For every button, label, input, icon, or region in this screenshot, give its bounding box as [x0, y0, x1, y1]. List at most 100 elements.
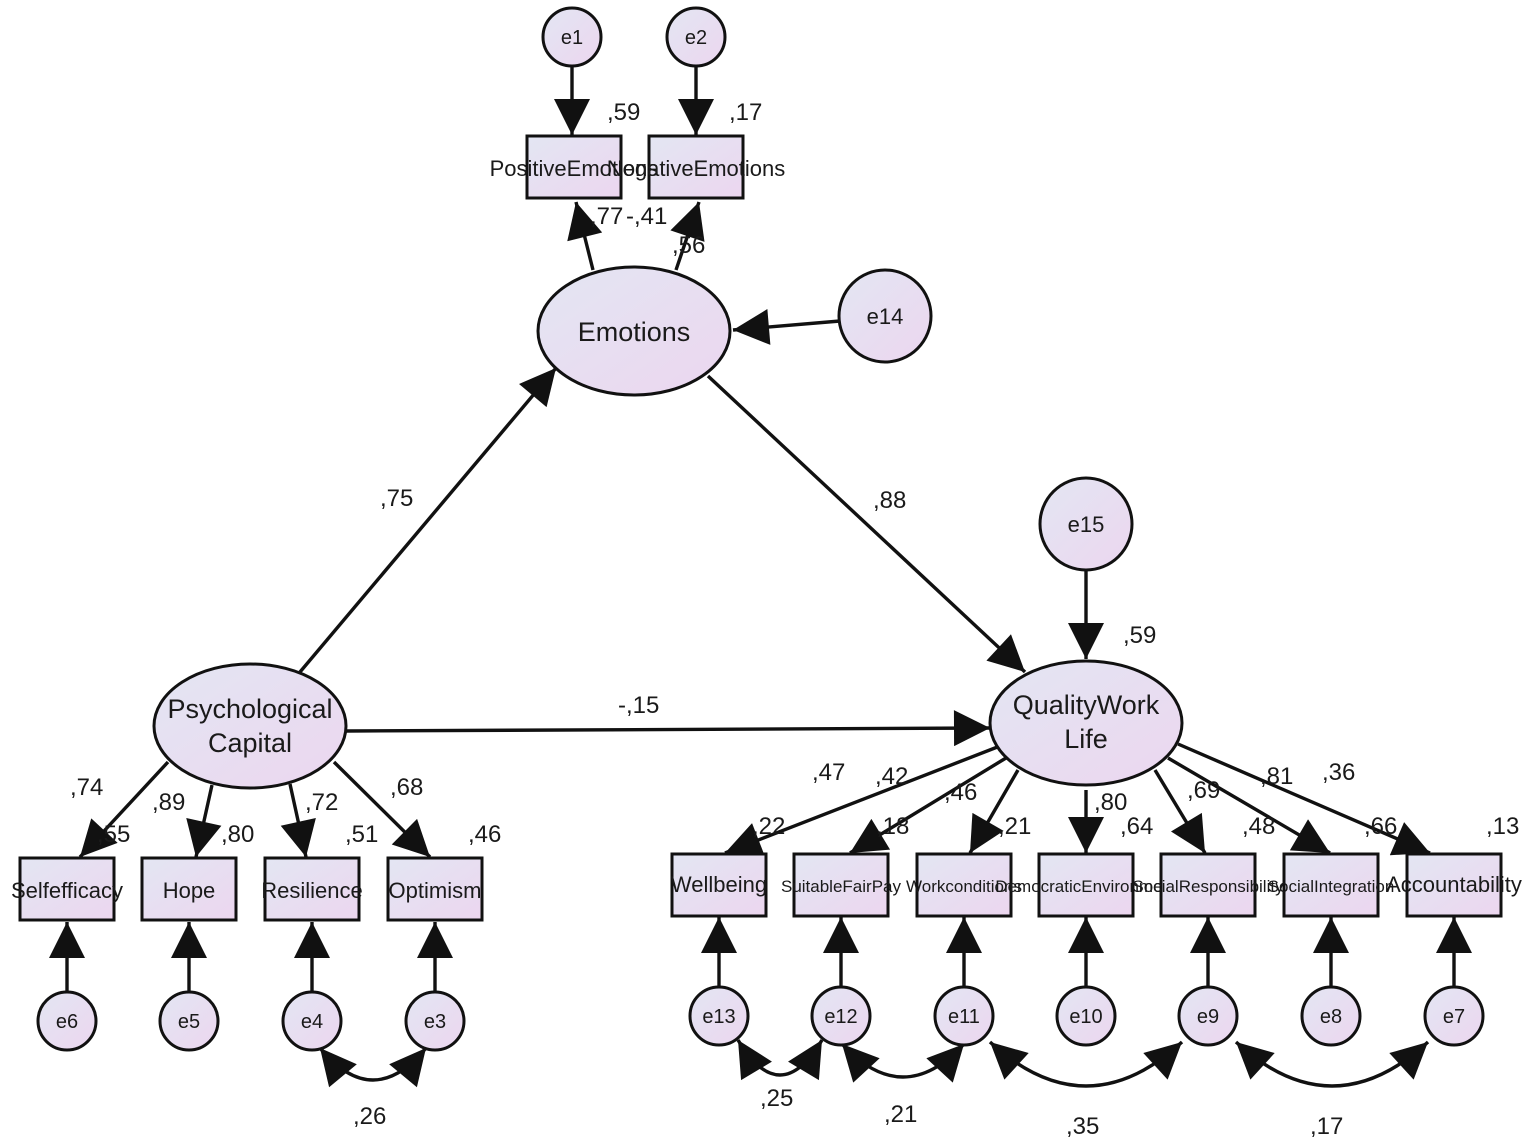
obs-democraticenv [1037, 852, 1135, 918]
obs-socialresponsibility [1159, 852, 1257, 918]
error-e5 [158, 990, 220, 1052]
obs-socialintegration-label: SocialIntegration [1268, 877, 1395, 896]
path-qwl-socialintegration [1167, 756, 1331, 855]
error-e13-label: e13 [702, 1006, 735, 1028]
cov-e12-e11 [840, 1042, 966, 1083]
error-e15-label: e15 [1068, 512, 1105, 537]
coef-cov-e12-e11: ,21 [884, 1101, 917, 1128]
error-e8-label: e8 [1320, 1006, 1342, 1028]
latent-quality-work-life [988, 659, 1184, 787]
error-e14-label: e14 [867, 304, 904, 329]
obs-accountability-label: Accountability [1386, 872, 1522, 897]
path-qwl-socialresponsibility [1153, 769, 1207, 854]
coef-r2-resilience: ,51 [345, 821, 378, 848]
obs-socialresponsibility-label: SocialResponsibility [1132, 877, 1284, 896]
error-e4 [281, 990, 343, 1052]
coef-loading-democraticenv: ,80 [1094, 789, 1127, 816]
obs-socialintegration [1282, 852, 1380, 918]
latent-psychological-capital [152, 662, 348, 790]
coef-psycap-qwl: -,15 [618, 692, 659, 719]
obs-optimism-label: Optimism [389, 878, 482, 903]
path-emotions-positiveemotions [567, 201, 603, 271]
latents-layer: Emotions Psychological Capital QualityWo… [152, 265, 1184, 790]
path-psycap-optimism [332, 760, 432, 859]
path-psycap-resilience [280, 783, 316, 858]
coef-cov-e13-e12: ,25 [760, 1085, 793, 1112]
obs-positiveemotions [525, 134, 623, 200]
coef-cov-e9-e7: ,17 [1310, 1113, 1343, 1140]
error-e6 [36, 990, 98, 1052]
coef-loading-suitablefairpay: ,42 [875, 763, 908, 790]
obs-accountability [1405, 852, 1503, 918]
obs-negativeemotions-label: NegativeEmotions [607, 156, 786, 181]
error-e3 [404, 990, 466, 1052]
coef-r2-emotions: ,56 [672, 232, 705, 259]
error-e6-label: e6 [56, 1011, 78, 1033]
obs-resilience-label: Resilience [261, 878, 363, 903]
error-e9 [1177, 985, 1239, 1047]
error-e15 [1038, 476, 1134, 572]
coef-loading-optimism: ,68 [390, 774, 423, 801]
path-psycap-hope [186, 784, 222, 858]
latent-emotions [536, 265, 732, 397]
error-e5-label: e5 [178, 1011, 200, 1033]
latent-emotions-label: Emotions [578, 317, 691, 347]
error-e3-label: e3 [424, 1011, 446, 1033]
error-e7 [1423, 985, 1485, 1047]
error-e14 [837, 268, 933, 364]
cov-e9-e7 [1234, 1040, 1430, 1088]
path-qwl-wellbeing [724, 744, 1001, 857]
coef-r2-hope: ,80 [221, 821, 254, 848]
error-e13 [688, 985, 750, 1047]
observed-layer: PositiveEmotions NegativeEmotions Selfef… [11, 134, 1522, 922]
coef-r2-socialresponsibility: ,48 [1242, 813, 1275, 840]
obs-democraticenv-label: DemocraticEnvironment [995, 877, 1177, 896]
obs-wellbeing [670, 852, 768, 918]
latent-quality-work-life-label-line2: Life [1064, 724, 1108, 754]
obs-selfefficacy [18, 856, 116, 922]
obs-suitablefairpay-label: SuitableFairPay [781, 877, 902, 896]
obs-resilience [263, 856, 361, 922]
error-e8 [1300, 985, 1362, 1047]
obs-workconditions-label: Workconditions [906, 877, 1022, 896]
obs-suitablefairpay [792, 852, 890, 918]
cov-e4-e3 [318, 1046, 428, 1088]
path-emotions-negativeemotions [670, 201, 705, 271]
coef-r2-positiveemotions: ,59 [607, 99, 640, 126]
coef-psycap-emotions: ,75 [380, 485, 413, 512]
path-psycap-selfefficacy [78, 760, 170, 859]
coef-loading-resilience: ,72 [305, 789, 338, 816]
path-psycap-emotions [298, 366, 558, 674]
coef-r2-selfefficacy: ,55 [97, 821, 130, 848]
path-emotions-qwl [706, 374, 1027, 674]
coef-loading-selfefficacy: ,74 [70, 774, 103, 801]
error-e10-label: e10 [1069, 1006, 1102, 1028]
coef-cov-e11-e9: ,35 [1066, 1113, 1099, 1140]
error-e2-label: e2 [685, 27, 707, 49]
latent-quality-work-life-label-line1: QualityWork [1013, 690, 1160, 720]
error-e7-label: e7 [1443, 1006, 1465, 1028]
error-e12-label: e12 [824, 1006, 857, 1028]
cov-e11-e9 [988, 1040, 1184, 1088]
coef-r2-democraticenv: ,64 [1120, 813, 1153, 840]
error-e12 [810, 985, 872, 1047]
coef-loading-workconditions: ,46 [944, 779, 977, 806]
error-e10 [1055, 985, 1117, 1047]
obs-hope-label: Hope [163, 878, 216, 903]
coef-loading-socialresponsibility: ,69 [1187, 777, 1220, 804]
paths-layer [49, 62, 1472, 1088]
obs-negativeemotions [647, 134, 745, 200]
coef-r2-socialintegration: ,66 [1364, 813, 1397, 840]
error-e1-label: e1 [561, 27, 583, 49]
obs-optimism [386, 856, 484, 922]
coef-cov-e4-e3: ,26 [353, 1103, 386, 1130]
coef-r2-suitablefairpay: ,18 [876, 813, 909, 840]
coef-r2-wellbeing: ,22 [752, 813, 785, 840]
coef-loading-wellbeing: ,47 [812, 759, 845, 786]
obs-wellbeing-label: Wellbeing [671, 872, 767, 897]
error-e1 [541, 6, 603, 68]
coef-r2-accountability: ,13 [1486, 813, 1519, 840]
error-e4-label: e4 [301, 1011, 323, 1033]
